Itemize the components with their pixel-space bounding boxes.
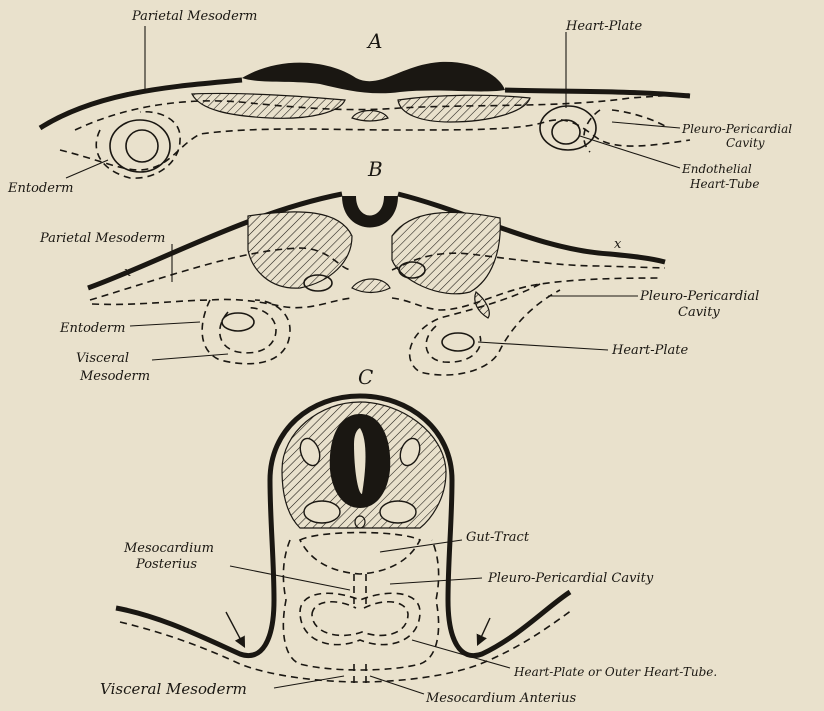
panel-label-c: C: [358, 365, 373, 389]
a-label-entoderm: Entoderm: [7, 181, 73, 196]
panel-label-b: B: [367, 157, 383, 181]
b-somite-left: [248, 212, 352, 288]
c-label-gut-tract: Gut-Tract: [466, 530, 530, 545]
b-somite-right-tail: [475, 292, 490, 318]
c-label-heart-plate: Heart-Plate or Outer Heart-Tube.: [513, 665, 717, 679]
a-mesoderm-left: [192, 93, 345, 118]
b-visceral-loop-left: [202, 300, 290, 364]
b-label-pleuro-cavity: Cavity: [678, 305, 720, 320]
c-leader-mesocardium-posterius: [230, 566, 350, 590]
b-notochord: [352, 279, 390, 293]
b-label-pleuro-pericardial: Pleuro-Pericardial: [639, 289, 759, 304]
c-label-visceral-mesoderm: Visceral Mesoderm: [100, 680, 247, 698]
a-label-heart-tube: Heart-Tube: [689, 177, 759, 191]
c-arrow-right: [478, 618, 490, 644]
a-heart-tube-left-outer: [110, 120, 170, 172]
section-c: C Gut-Tra: [100, 365, 717, 706]
a-leader-endothelial: [580, 136, 680, 168]
b-label-parietal-mesoderm: Parietal Mesoderm: [39, 231, 165, 246]
b-label-entoderm: Entoderm: [59, 321, 125, 336]
b-label-mesoderm: Mesoderm: [79, 369, 150, 384]
c-label-pleuro-pericardial-cavity: Pleuro-Pericardial Cavity: [487, 571, 654, 586]
c-gut-tract: [300, 533, 420, 575]
a-leader-entoderm: [66, 160, 108, 178]
c-mesocardium-anterius: [354, 664, 366, 684]
c-notochord: [355, 516, 365, 528]
a-leader-pleuro: [612, 122, 680, 128]
b-heart-plate-left: [222, 313, 254, 331]
b-label-x-right: x: [614, 237, 622, 252]
c-pericardial-wall: [283, 540, 438, 670]
c-somite-cavity-right-lower: [380, 501, 416, 523]
c-somite-cavity-left-lower: [304, 501, 340, 523]
a-heart-tube-left-inner: [126, 130, 158, 162]
b-leader-heart-plate: [478, 342, 608, 350]
c-label-posterius: Posterius: [135, 557, 197, 572]
a-label-heart-plate: Heart-Plate: [565, 19, 642, 34]
a-neural-plate: [242, 62, 505, 93]
a-label-parietal-mesoderm: Parietal Mesoderm: [131, 9, 257, 24]
a-notochord: [352, 111, 388, 122]
c-leader-visceral: [274, 676, 344, 688]
c-leader-pleuro: [390, 578, 482, 584]
b-heart-plate-right: [442, 333, 474, 351]
b-label-heart-plate: Heart-Plate: [611, 343, 688, 358]
a-mesoderm-right: [398, 95, 530, 122]
c-heart-tube-inner: [312, 602, 408, 636]
b-leader-entoderm: [130, 322, 200, 326]
a-label-endothelial: Endothelial: [681, 162, 752, 176]
b-label-visceral: Visceral: [76, 351, 129, 366]
a-heart-tube-right-inner: [552, 120, 580, 144]
c-arrow-left: [226, 612, 244, 646]
c-heart-tube-outer: [300, 593, 420, 644]
b-neural-groove: [342, 196, 398, 228]
b-somite-right: [392, 212, 500, 293]
a-visceral-layer-left: [96, 112, 180, 178]
section-a: A Parietal Mesoderm Heart-Plate Pleuro-P…: [7, 9, 792, 196]
panel-label-a: A: [366, 29, 382, 53]
c-visceral-layer: [120, 610, 572, 682]
a-label-pleuro-pericardial: Pleuro-Pericardial: [681, 122, 792, 136]
c-mesocardium-posterius: [354, 574, 366, 604]
b-visceral-loop-right-inner: [426, 326, 481, 362]
c-label-mesocardium-anterius: Mesocardium Anterius: [425, 691, 576, 706]
a-label-pleuro-cavity: Cavity: [726, 136, 765, 150]
section-b: B Parietal Mesoderm x x Pleuro: [39, 157, 759, 384]
b-label-x-left: x: [124, 265, 132, 280]
c-label-mesocardium: Mesocardium: [123, 541, 214, 556]
